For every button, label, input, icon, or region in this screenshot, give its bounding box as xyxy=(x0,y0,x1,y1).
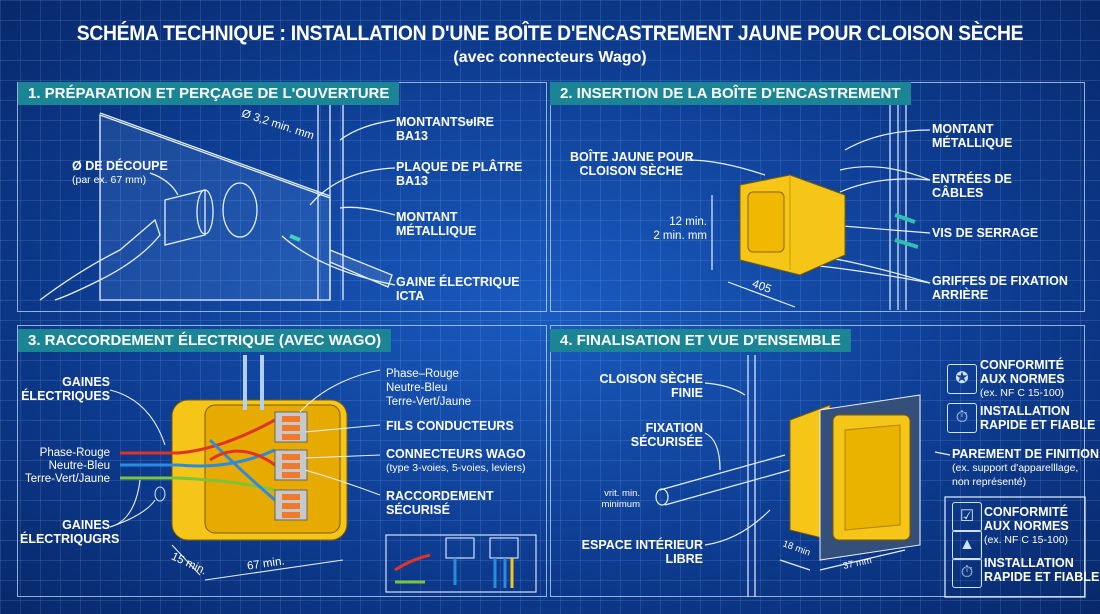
label-text: Terre-Vert/Jaune xyxy=(386,396,472,408)
label-finish: PAREMENT DE FINITION(ex. support d'appar… xyxy=(952,447,1099,489)
label-subtext: (ex. NF C 15-100) xyxy=(980,387,1065,399)
label-text: RAPIDE ET FIABLE xyxy=(984,570,1100,584)
label-text: CLOISON SÈCHE xyxy=(599,372,704,386)
label-text: INSTALLATION xyxy=(984,556,1074,570)
wire-label-earth: Terre-Vert/Jaune xyxy=(24,473,110,485)
label-text: 2 min. mm xyxy=(653,230,707,242)
cone-icon: ▲ xyxy=(952,530,982,560)
stopwatch-icon: ⏱ xyxy=(952,558,982,588)
panel-2-title: 2. INSERTION DE LA BOÎTE D'ENCASTREMENT xyxy=(550,82,911,105)
label-text: GAINE ÉLECTRIQUE xyxy=(396,275,520,289)
label-text: minimum xyxy=(601,499,640,510)
checkbox-icon: ☑ xyxy=(952,502,982,532)
label-text: PLAQUE DE PLÂTRE xyxy=(396,160,523,174)
panel-4-drawing xyxy=(655,355,1086,598)
label-text: MÉTALLIQUE xyxy=(932,136,1013,150)
label-text: GAINES xyxy=(62,375,110,389)
wire-label-neutral: Neutre-Bleu xyxy=(48,460,110,472)
label-text: ARRIÈRE xyxy=(932,288,989,302)
label-minimum: vrit. min.minimum xyxy=(580,488,640,510)
panel-3 xyxy=(17,325,547,597)
label-text: BOÎTE JAUNE POUR xyxy=(570,150,694,164)
label-text: CLOISON SÈCHE xyxy=(579,164,684,178)
label-text: CONNECTEURS WAGO xyxy=(386,447,526,461)
label-text: MONTANT xyxy=(932,122,994,136)
label-subtext: (ex. support d'apparelllage, xyxy=(952,462,1079,474)
label-cut-diameter: Ø DE DÉCOUPE(par ex. 67 mm) xyxy=(72,159,168,187)
label-text: FIXATION xyxy=(645,421,703,435)
label-text: BA13 xyxy=(396,129,428,143)
label-text: ESPACE INTÉRIEUR xyxy=(581,538,703,552)
stopwatch-icon: ⏱ xyxy=(947,403,977,433)
panel-3-title: 3. RACCORDEMENT ÉLECTRIQUE (AVEC WAGO) xyxy=(18,329,392,352)
label-text: GRIFFES DE FIXATION xyxy=(932,274,1068,288)
label-text: Phase–Rouge xyxy=(386,368,459,380)
label-text: BA13 xyxy=(396,174,428,188)
label-text: CÂBLES xyxy=(932,186,984,200)
panel-3-drawing xyxy=(109,355,537,593)
page-subtitle: (avec connecteurs Wago) xyxy=(453,49,647,66)
label-text: Ø DE DÉCOUPE xyxy=(72,159,168,173)
label-text: AUX NORMES xyxy=(980,372,1065,386)
label-text: MÉTALLIQUE xyxy=(396,224,477,238)
wire-label-phase: Phase-Rouge xyxy=(39,447,110,459)
award-rosette-icon: ✪ xyxy=(947,364,977,394)
label-text: INSTALLATION xyxy=(980,404,1070,418)
label-text: CONFORMITÉ xyxy=(980,358,1065,372)
label-text: ICTA xyxy=(396,289,425,303)
label-screws: VIS DE SERRAGE xyxy=(932,226,1039,240)
dimension-height: 12 min. 2 min. mm xyxy=(630,215,707,243)
label-text: CONFORMITÉ xyxy=(984,505,1069,519)
label-subtext: (par ex. 67 mm) xyxy=(72,174,147,186)
label-text: SÉCURISÉE xyxy=(630,435,703,449)
label-text: FINIE xyxy=(671,386,703,400)
label-text: Neutre-Bleu xyxy=(386,382,448,394)
label-text: SÉCURISÉ xyxy=(386,503,450,517)
panel-4 xyxy=(550,325,1085,597)
panel-2-drawing xyxy=(687,85,931,310)
label-subtext: non représenté) xyxy=(952,476,1027,488)
label-subtext: (ex. NF C 15-100) xyxy=(984,534,1069,546)
label-text: 12 min. xyxy=(669,216,707,228)
page-title: SCHÉMA TECHNIQUE : INSTALLATION D'UNE BO… xyxy=(76,22,1024,45)
label-text: RAPIDE ET FIABLE xyxy=(980,418,1096,432)
label-text: ÉLECTRIQUGRS xyxy=(20,532,120,546)
label-text: ENTRÉES DE xyxy=(932,172,1012,186)
label-text: MONTANTSᵾIRE xyxy=(396,115,495,129)
panel-1-drawing xyxy=(39,100,396,301)
panel-1-title: 1. PRÉPARATION ET PERÇAGE DE L'OUVERTURE xyxy=(18,82,400,105)
label-text: GAINES xyxy=(62,518,110,532)
label-text: AUX NORMES xyxy=(984,519,1069,533)
label-text: PAREMENT DE FINITION xyxy=(952,447,1099,461)
label-text: RACCORDEMENT xyxy=(386,489,494,503)
panel-4-title: 4. FINALISATION ET VUE D'ENSEMBLE xyxy=(550,329,851,352)
label-wago: CONNECTEURS WAGO(type 3-voies, 5-voies, … xyxy=(386,447,526,475)
label-subtext: (type 3-voies, 5-voies, leviers) xyxy=(386,462,526,474)
label-text: LIBRE xyxy=(665,552,704,566)
label-conductors: FILS CONDUCTEURS xyxy=(386,419,514,433)
label-text: MONTANT xyxy=(396,210,458,224)
label-text: ÉLECTRIQUES xyxy=(21,389,110,403)
label-text: vrit. min. xyxy=(604,488,640,499)
